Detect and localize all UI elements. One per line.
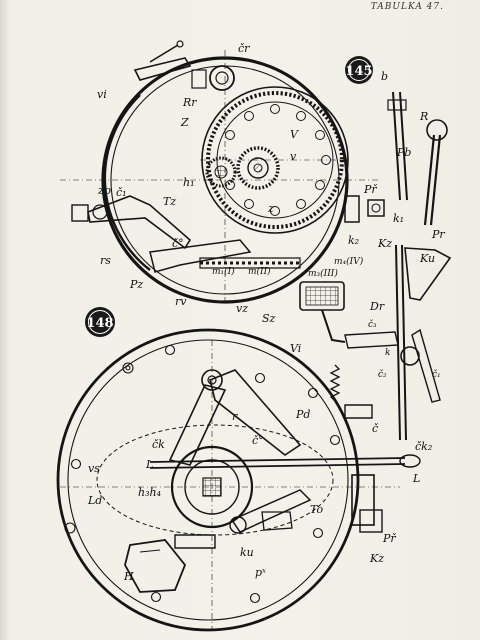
label-Pb: Pb	[396, 146, 411, 159]
label-zp: zp	[97, 184, 111, 197]
labels-figure-145: vi čr Rr Z V v h₁ z zp č₁ Tz č° rs Pz rv…	[97, 42, 445, 380]
housing-outer	[56, 328, 360, 632]
housing-inner	[67, 339, 349, 621]
label-k: k	[385, 348, 390, 358]
spring	[329, 364, 341, 402]
top-bracket	[191, 69, 207, 89]
label-k2: k₂	[348, 234, 359, 247]
pivot-hub	[400, 346, 420, 366]
label-L: L	[145, 458, 153, 471]
plate-header: TABULKA 47.	[370, 2, 444, 12]
label-ck2: čk₂	[415, 440, 432, 453]
label-mII: m(II)	[248, 266, 271, 277]
hand-lever-R	[423, 134, 436, 226]
bolt-holes	[64, 344, 341, 604]
top-boss	[209, 65, 235, 91]
label-c2: č₂	[378, 369, 387, 380]
label-Pd: Pd	[295, 408, 310, 421]
label-Tz: Tz	[163, 195, 176, 208]
labels-figure-148: Vi r Pd čk č° L č čk₂ vs h₃h₄ Ld To ku H…	[87, 342, 432, 583]
label-c0: č°	[172, 237, 184, 250]
label-b: b	[381, 70, 388, 83]
planet-gear-shaft	[214, 165, 228, 179]
label-m4IV: m₄(IV)	[334, 256, 364, 267]
label-Rr: Rr	[182, 96, 197, 109]
label-c3: č₃	[368, 319, 377, 330]
label-To: To	[310, 503, 323, 516]
lever-arm-lower	[87, 195, 192, 250]
label-rs: rs	[100, 254, 111, 267]
handle-H	[124, 539, 187, 593]
label-Kz-upper: Kz	[377, 237, 392, 250]
clutch-nut	[367, 199, 385, 217]
brake-rod	[149, 457, 406, 463]
lever-bracket-Ku	[404, 247, 452, 301]
label-c0-148: č°	[252, 434, 264, 447]
label-c: č	[372, 422, 379, 435]
top-lever	[133, 57, 192, 81]
label-r: r	[232, 410, 238, 423]
label-R: R	[419, 110, 428, 123]
sun-gear-hub	[247, 157, 269, 179]
label-V: V	[290, 128, 299, 141]
label-vz: vz	[236, 302, 248, 315]
figure-148	[56, 328, 421, 632]
label-L-right: L	[412, 472, 420, 485]
left-nut	[71, 204, 89, 222]
label-m1I: m₁(I)	[212, 266, 235, 277]
label-Pz: Pz	[129, 278, 143, 291]
planet-gear	[205, 156, 237, 188]
label-Dr: Dr	[369, 300, 385, 313]
label-k1: k₁	[393, 212, 404, 225]
gear-segment-bottom	[199, 257, 301, 269]
label-v: v	[290, 150, 297, 163]
label-Kz-148: Kz	[369, 552, 384, 565]
label-Ku: Ku	[419, 252, 435, 265]
label-h3h4: h₃h₄	[138, 486, 161, 499]
label-c1: č₁	[116, 186, 127, 199]
top-arm	[209, 369, 302, 456]
label-vi: vi	[97, 88, 107, 101]
label-Pr-lever: Pr	[431, 228, 445, 241]
label-H: H	[123, 570, 134, 583]
brake-band	[103, 94, 151, 271]
figure-number-148: 148	[86, 316, 113, 331]
rod-end	[399, 454, 421, 468]
bell-crank	[149, 239, 252, 273]
lever-knob	[426, 119, 448, 141]
label-Pr-upper: Př	[363, 183, 377, 196]
label-cr: čr	[238, 42, 250, 55]
figure-badge-148: 148	[85, 307, 115, 337]
label-Vi: Vi	[290, 342, 301, 355]
label-px: pˣ	[255, 566, 266, 579]
figure-145	[60, 40, 452, 441]
label-m3III: m₃(III)	[308, 268, 338, 279]
label-z: z	[267, 202, 274, 215]
ring-gear-teeth	[206, 91, 344, 229]
label-rv: rv	[175, 295, 187, 308]
label-Sz: Sz	[262, 312, 276, 325]
label-Z: Z	[180, 116, 189, 129]
label-h1: h₁	[183, 176, 195, 189]
label-ck: čk	[152, 438, 165, 451]
label-Pr-148: Př	[382, 532, 396, 545]
figure-number-145: 145	[345, 64, 372, 79]
label-ku: ku	[240, 546, 254, 559]
side-bracket	[351, 474, 375, 526]
label-c1-right: č₁	[432, 369, 441, 380]
pedal-pad	[305, 286, 339, 306]
label-Ld: Ld	[87, 494, 102, 507]
clutch-block	[344, 195, 360, 223]
sun-gear-shaft	[253, 163, 263, 173]
sun-gear	[236, 146, 280, 190]
figure-badge-145: 145	[345, 56, 373, 84]
label-vs: vs	[88, 462, 100, 475]
